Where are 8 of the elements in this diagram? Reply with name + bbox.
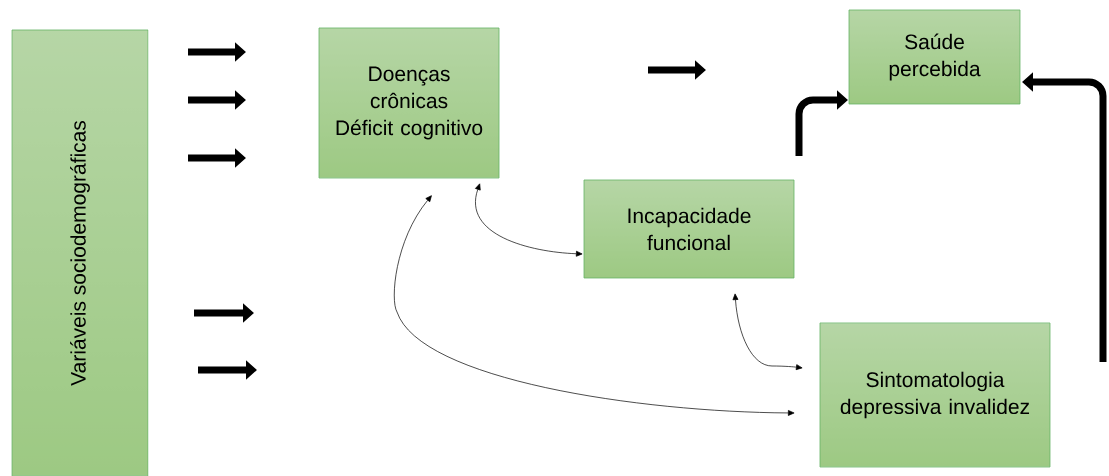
process-box: Sintomatologia depressiva invalidez <box>819 322 1051 468</box>
arrow <box>732 293 803 371</box>
process-box: Incapacidade funcional <box>583 179 795 279</box>
arrow <box>393 195 795 416</box>
process-box: Saúde percebida <box>848 9 1021 105</box>
process-box: Variáveis sociodemográficas <box>11 29 149 476</box>
process-box: Doenças crônicas Déficit cognitivo <box>318 27 500 179</box>
arrow <box>475 183 583 257</box>
